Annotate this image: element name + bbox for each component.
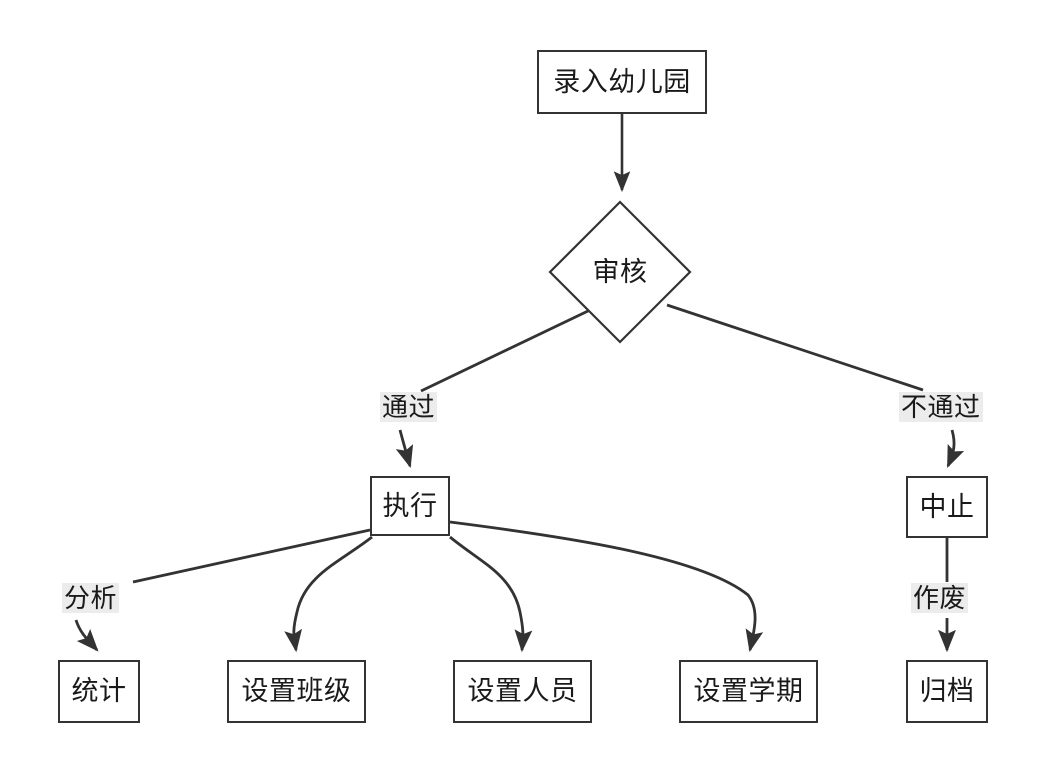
edge-execute-set-personnel bbox=[449, 535, 533, 653]
node-statistics[interactable]: 统计 bbox=[58, 660, 140, 723]
node-review-label: 审核 bbox=[592, 256, 648, 287]
node-enroll-label: 录入幼儿园 bbox=[553, 66, 691, 97]
node-set-personnel[interactable]: 设置人员 bbox=[453, 660, 592, 723]
node-abort-label: 中止 bbox=[919, 491, 975, 522]
edge-execute-set-semester bbox=[449, 520, 764, 653]
edge-review-abort-upper bbox=[666, 303, 924, 392]
node-abort[interactable]: 中止 bbox=[906, 476, 988, 538]
edge-review-execute-lower bbox=[395, 429, 414, 469]
node-set-class[interactable]: 设置班级 bbox=[227, 660, 366, 723]
edge-execute-set-class bbox=[284, 535, 373, 653]
node-set-semester-label: 设置学期 bbox=[693, 676, 804, 706]
edge-review-abort-lower bbox=[946, 429, 965, 469]
edge-execute-statistics-upper bbox=[132, 528, 371, 584]
edge-execute-statistics-lower bbox=[74, 619, 99, 652]
node-execute[interactable]: 执行 bbox=[370, 476, 450, 536]
node-enroll[interactable]: 录入幼儿园 bbox=[537, 50, 707, 114]
edge-label-analysis: 分析 bbox=[62, 583, 120, 614]
diamond-shape-icon bbox=[548, 200, 692, 344]
node-review[interactable]: 审核 bbox=[548, 200, 692, 344]
node-set-class-label: 设置班级 bbox=[241, 676, 352, 706]
node-statistics-label: 统计 bbox=[71, 676, 127, 706]
node-set-personnel-label: 设置人员 bbox=[467, 676, 578, 706]
edge-label-fail: 不通过 bbox=[899, 392, 983, 423]
node-archive[interactable]: 归档 bbox=[906, 660, 988, 723]
edge-label-void: 作废 bbox=[911, 583, 969, 614]
node-set-semester[interactable]: 设置学期 bbox=[679, 660, 818, 723]
node-execute-label: 执行 bbox=[382, 490, 438, 521]
node-archive-label: 归档 bbox=[919, 676, 975, 706]
edge-label-pass: 通过 bbox=[380, 392, 438, 423]
